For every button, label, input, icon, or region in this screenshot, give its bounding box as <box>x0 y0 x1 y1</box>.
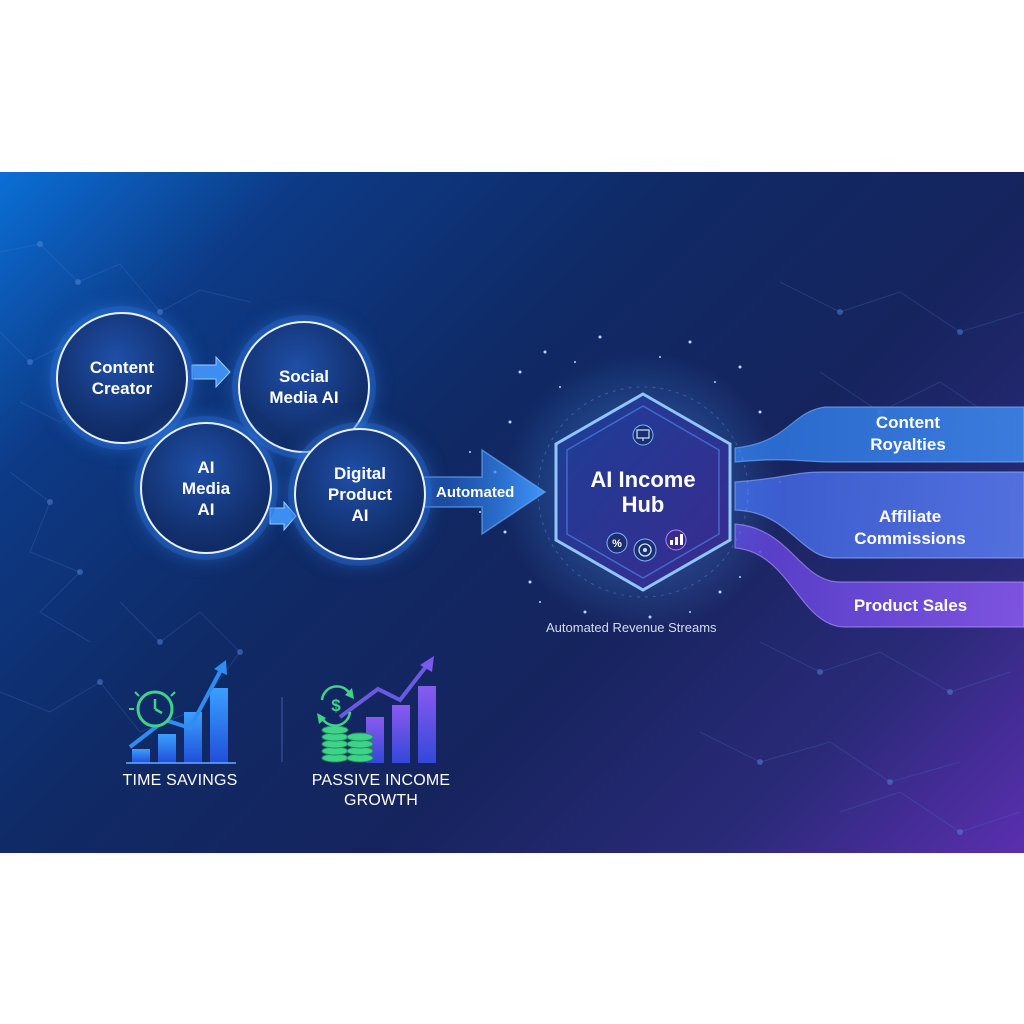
automated-arrow-label: Automated <box>436 484 515 501</box>
node-content-creator-label: Content Creator <box>89 358 155 398</box>
hub-caption: Automated Revenue Streams <box>546 620 717 635</box>
node-digital-product-ai: Digital Product AI <box>294 428 426 560</box>
node-social-media-ai-label: Social Media AI <box>269 367 339 407</box>
flow-arrow-1 <box>191 355 231 389</box>
metric-passive-income-label: PASSIVE INCOME GROWTH <box>311 772 451 809</box>
coins-growth-chart-icon: $ <box>317 656 436 763</box>
stream-ribbon-product-sales <box>734 523 1024 628</box>
monitor-icon <box>632 424 654 446</box>
target-icon <box>633 538 657 562</box>
svg-text:$: $ <box>331 696 341 715</box>
percent-icon: % <box>606 532 628 554</box>
hub-title: AI Income Hub <box>590 467 696 517</box>
flow-arrow-2 <box>269 500 297 532</box>
node-ai-media-ai-label: AI Media AI <box>181 457 231 519</box>
chart-icon <box>665 529 687 551</box>
node-content-creator: Content Creator <box>56 312 188 444</box>
hub-hexagon <box>554 392 732 592</box>
stream-content-royalties: Content Royalties <box>870 413 946 454</box>
stream-affiliate-commissions: Affiliate Commissions <box>854 507 966 548</box>
stream-product-sales: Product Sales <box>853 596 968 615</box>
svg-text:%: % <box>612 538 622 550</box>
node-digital-product-ai-label: Digital Product AI <box>327 463 393 525</box>
diagram-banner: % <box>0 172 1024 853</box>
node-ai-media-ai: AI Media AI <box>140 422 272 554</box>
clock-growth-chart-icon <box>126 660 236 764</box>
network-background: % <box>0 241 1024 835</box>
metric-time-savings-label: TIME SAVINGS <box>122 772 238 789</box>
